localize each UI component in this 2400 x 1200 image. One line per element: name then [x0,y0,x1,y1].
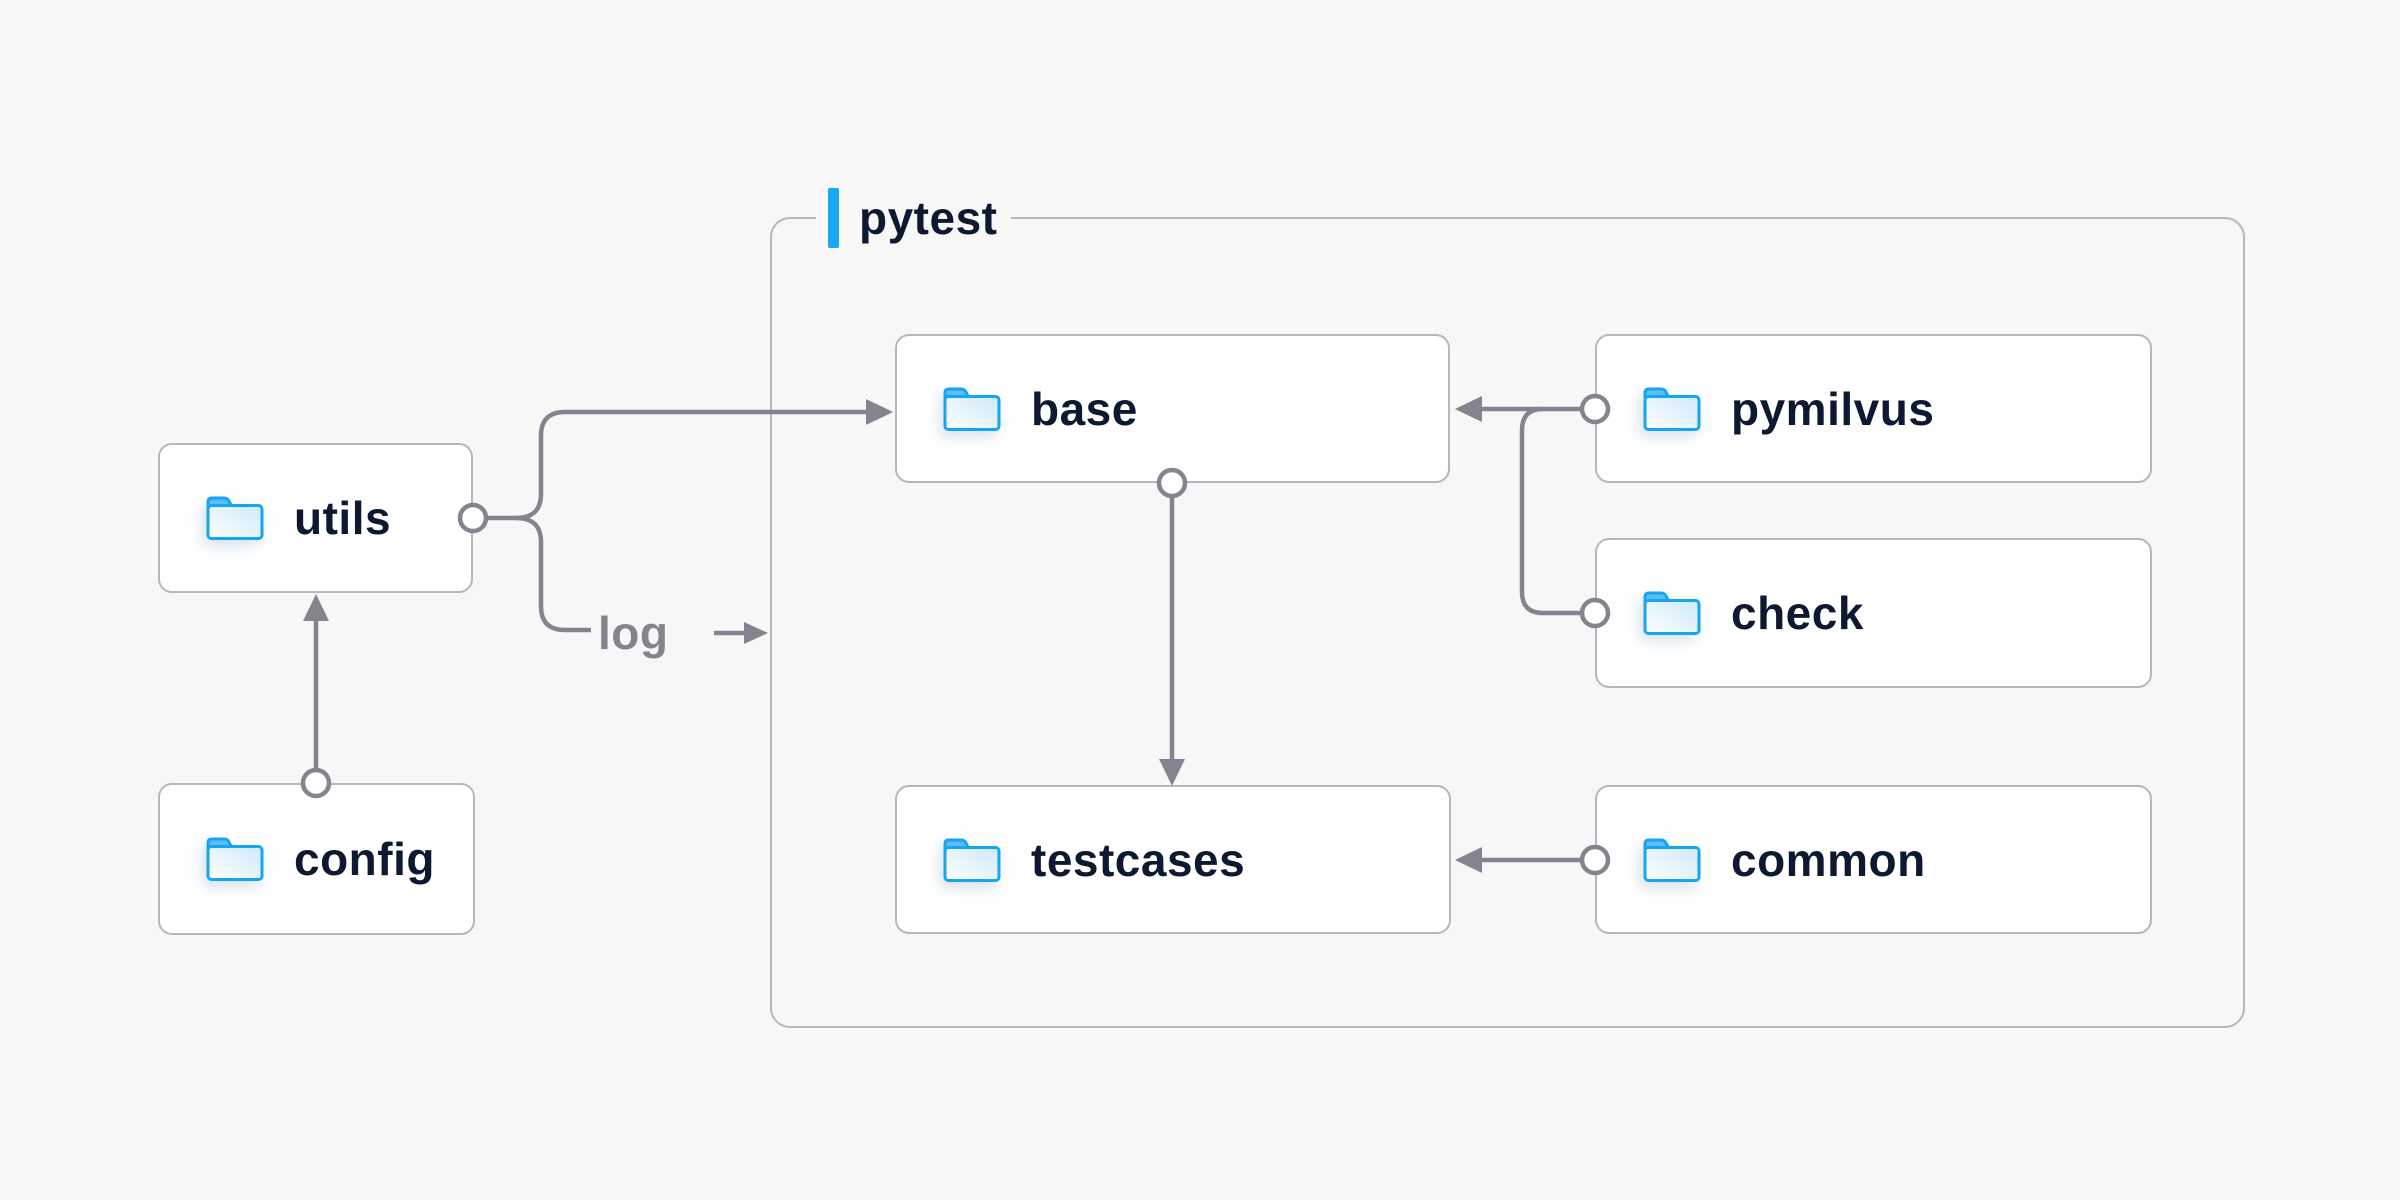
folder-icon [204,493,266,543]
folder-icon [1641,835,1703,885]
node-check: check [1595,538,2152,688]
node-utils: utils [158,443,473,593]
pytest-group: pytest [770,187,2245,1028]
node-pymilvus: pymilvus [1595,334,2152,483]
node-label: utils [294,492,392,544]
folder-icon [941,835,1003,885]
folder-icon [941,384,1003,434]
node-base: base [895,334,1450,483]
node-label: common [1731,833,1926,886]
folder-icon [1641,384,1703,434]
folder-icon [1641,588,1703,638]
node-testcases: testcases [895,785,1451,934]
folder-icon [204,834,266,884]
pytest-group-label: pytest [816,187,1012,249]
accent-bar [828,188,839,248]
group-label-text: pytest [859,192,998,244]
arrowhead-right-small [744,622,768,644]
node-label: check [1731,587,1864,639]
node-label: testcases [1031,833,1246,886]
node-label: base [1031,382,1138,435]
log-edge-label: log [598,607,669,659]
node-common: common [1595,785,2152,934]
node-label: pymilvus [1731,382,1935,435]
node-label: config [294,833,435,885]
edge-utils-log [515,515,591,633]
arrowhead-up [303,594,329,621]
node-config: config [158,783,475,935]
